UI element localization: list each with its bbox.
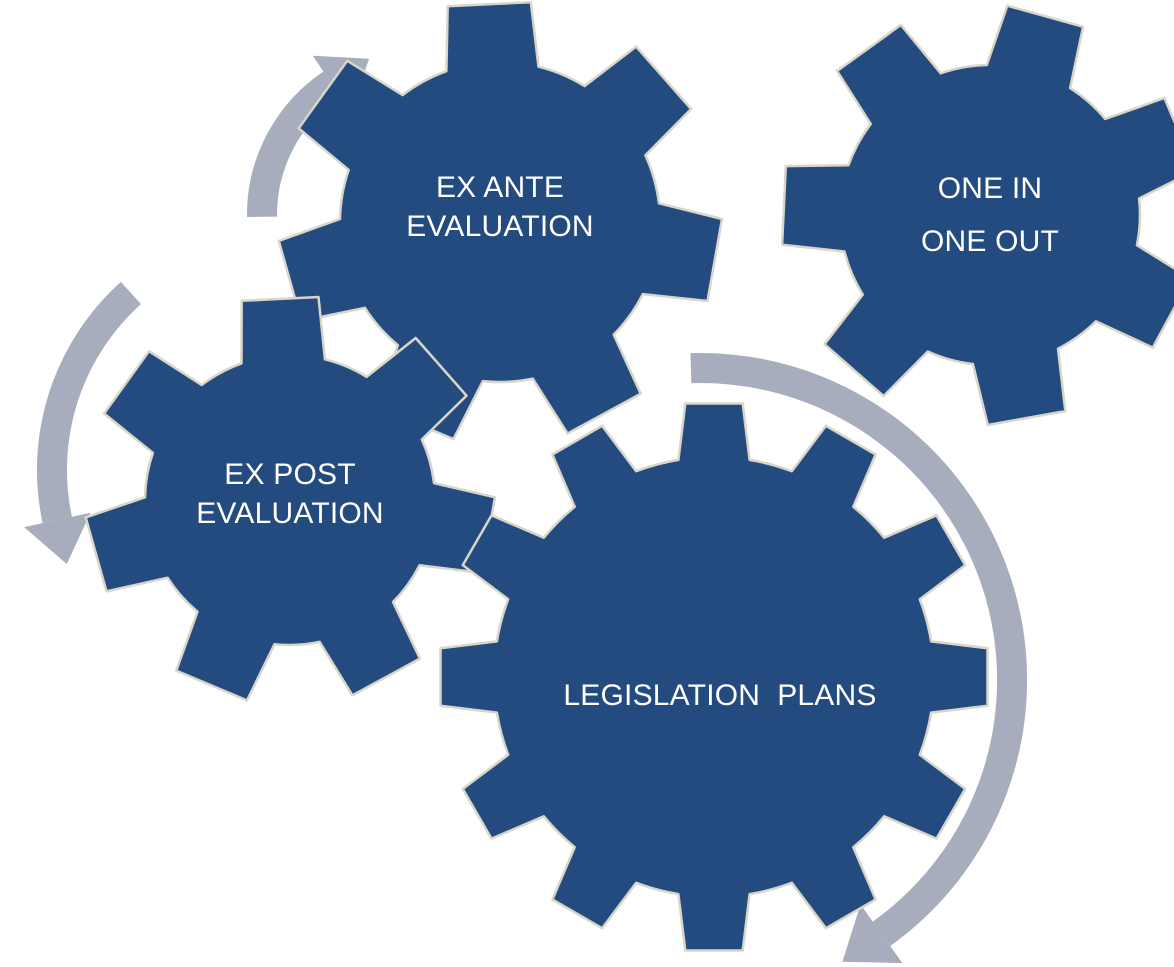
one-in-one-out-gear xyxy=(780,4,1174,427)
arrow-left-head xyxy=(24,512,91,564)
arrow-upper-left-shaft xyxy=(246,71,341,217)
arrow-right-head xyxy=(842,904,903,964)
arrow-left xyxy=(24,281,142,564)
ex-ante-gear xyxy=(277,0,724,441)
gears-layer xyxy=(84,0,1174,952)
arrow-right xyxy=(690,353,1028,964)
arrow-left-shaft xyxy=(36,281,142,524)
legislation-plans-gear xyxy=(439,402,989,952)
arrow-right-shaft xyxy=(690,353,1028,946)
ex-post-gear xyxy=(84,295,497,702)
